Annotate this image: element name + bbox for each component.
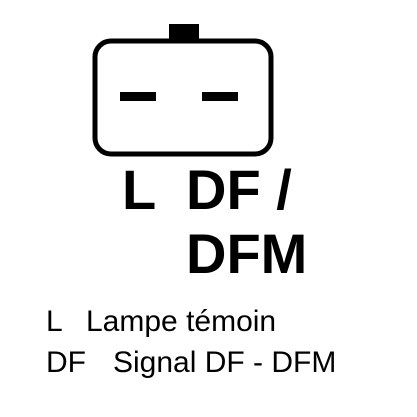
legend-text: Signal DF - DFM: [113, 346, 337, 379]
legend-row-signal: DF Signal DF - DFM: [46, 348, 336, 378]
legend-key: DF: [46, 346, 86, 379]
pin-label-l: L: [122, 158, 157, 221]
pin-label-dfm: DFM: [186, 222, 308, 285]
connector-housing: [92, 38, 274, 157]
pin-label-df: DF /: [186, 158, 292, 221]
terminal-l-slot: [120, 92, 156, 101]
legend-key: L: [46, 305, 63, 338]
legend-row-lamp: L Lampe témoin: [46, 307, 276, 337]
legend-text: Lampe témoin: [86, 305, 277, 338]
terminal-df-slot: [202, 92, 238, 101]
